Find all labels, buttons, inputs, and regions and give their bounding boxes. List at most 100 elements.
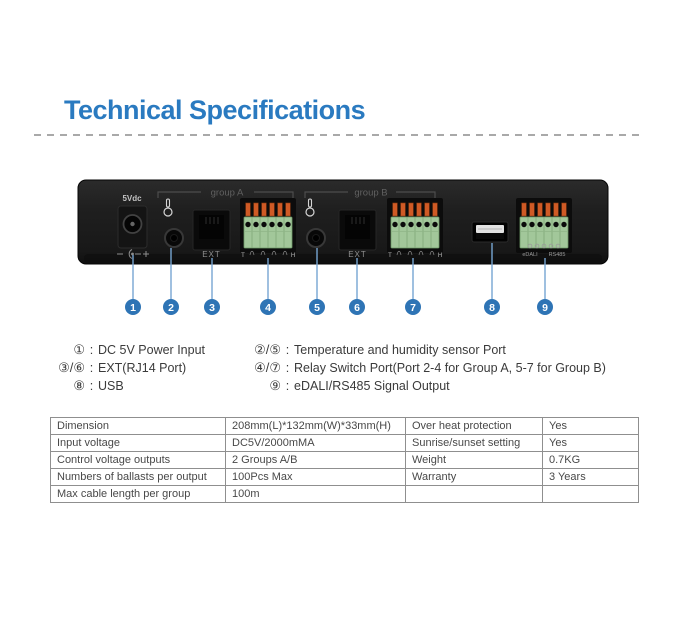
spec-value: Yes	[542, 417, 639, 435]
callout-badge-2: 2	[163, 299, 179, 315]
svg-text:8: 8	[489, 302, 495, 314]
legend-label: Relay Switch Port(Port 2-4 for Group A, …	[294, 361, 606, 375]
legend-key: ③/⑥	[58, 360, 85, 375]
dc-power-jack: 5Vdc	[117, 194, 149, 259]
spec-name: Dimension	[50, 417, 226, 435]
svg-text:3: 3	[209, 302, 215, 314]
spec-name: Weight	[405, 451, 543, 469]
power-label: 5Vdc	[122, 194, 142, 203]
legend-label: eDALI/RS485 Signal Output	[294, 379, 450, 393]
spec-value: 2 Groups A/B	[225, 451, 406, 469]
legend-left-column: ① : DC 5V Power Input ③/⑥ : EXT(RJ14 Por…	[55, 343, 229, 397]
page-title: Technical Specifications	[64, 95, 366, 125]
callout-badge-6: 6	[349, 299, 365, 315]
legend-separator: :	[89, 343, 94, 357]
spec-value: 100m	[225, 485, 406, 503]
legend-label: Temperature and humidity sensor Port	[294, 343, 506, 357]
usb-port	[471, 221, 509, 243]
table-row: Dimension 208mm(L)*132mm(W)*33mm(H) Over…	[50, 417, 639, 435]
device-rear-panel-diagram: group A group B 5Vdc	[77, 179, 609, 315]
terminal-a-pin-marks	[249, 250, 288, 256]
svg-text:6: 6	[354, 302, 360, 314]
spec-value	[542, 485, 639, 503]
spec-value: 100Pcs Max	[225, 468, 406, 486]
svg-text:1: 1	[130, 302, 136, 314]
edali-symbols	[527, 243, 561, 249]
edali-rs485-terminal: eDALI RS485	[515, 197, 573, 258]
terminal-b-t-mark: T	[388, 253, 392, 259]
spec-value: Yes	[542, 434, 639, 452]
svg-text:4: 4	[265, 302, 271, 314]
spec-name: Sunrise/sunset setting	[405, 434, 543, 452]
legend-item-power: ① : DC 5V Power Input	[55, 342, 229, 358]
legend-label: EXT(RJ14 Port)	[98, 361, 187, 375]
relay-terminal-a: T H	[239, 197, 297, 259]
edali-label: eDALI	[522, 252, 538, 258]
ext-port-a: EXT	[192, 209, 231, 259]
legend-separator: :	[89, 361, 94, 375]
terminal-a-t-mark: T	[241, 253, 245, 259]
spec-value: 208mm(L)*132mm(W)*33mm(H)	[225, 417, 406, 435]
legend-key: ②/⑤	[254, 342, 281, 357]
legend-key: ⑧	[73, 378, 85, 393]
legend-item-usb: ⑧ : USB	[55, 378, 229, 394]
spec-name: Warranty	[405, 468, 543, 486]
legend-right-column: ②/⑤ : Temperature and humidity sensor Po…	[229, 343, 606, 397]
legend-separator: :	[285, 379, 290, 393]
legend-label: USB	[98, 379, 124, 393]
svg-text:7: 7	[410, 302, 416, 314]
legend-separator: :	[89, 379, 94, 393]
table-row: Numbers of ballasts per output 100Pcs Ma…	[50, 468, 639, 486]
svg-text:9: 9	[542, 302, 548, 314]
terminal-b-h-mark: H	[438, 253, 442, 259]
table-row: Max cable length per group 100m	[50, 485, 639, 503]
callout-badge-4: 4	[260, 299, 276, 315]
callout-badge-5: 5	[309, 299, 325, 315]
legend-item-edali: ⑨ : eDALI/RS485 Signal Output	[229, 378, 606, 394]
legend-key: ⑨	[269, 378, 281, 393]
legend-separator: :	[285, 343, 290, 357]
group-b-bracket	[304, 191, 436, 198]
spec-value: 0.7KG	[542, 451, 639, 469]
group-b-label: group B	[354, 188, 387, 199]
group-a-bracket	[157, 191, 294, 198]
legend-label: DC 5V Power Input	[98, 343, 205, 357]
svg-text:5: 5	[314, 302, 320, 314]
table-row: Input voltage DC5V/2000mMA Sunrise/sunse…	[50, 434, 639, 452]
callout-lines	[132, 243, 546, 299]
callout-badge-9: 9	[537, 299, 553, 315]
legend-item-temp-sensor: ②/⑤ : Temperature and humidity sensor Po…	[229, 342, 606, 358]
svg-text:2: 2	[168, 302, 174, 314]
spec-name: Numbers of ballasts per output	[50, 468, 226, 486]
spec-name: Over heat protection	[405, 417, 543, 435]
spec-name: Max cable length per group	[50, 485, 226, 503]
table-row: Control voltage outputs 2 Groups A/B Wei…	[50, 451, 639, 469]
spec-value: 3 Years	[542, 468, 639, 486]
legend-separator: :	[285, 361, 290, 375]
legend-key: ④/⑦	[254, 360, 281, 375]
spec-name: Control voltage outputs	[50, 451, 226, 469]
callout-badge-8: 8	[484, 299, 500, 315]
spec-name	[405, 485, 543, 503]
title-divider	[34, 134, 640, 136]
legend-key: ①	[73, 342, 85, 357]
spec-value: DC5V/2000mMA	[225, 434, 406, 452]
legend-item-ext: ③/⑥ : EXT(RJ14 Port)	[55, 360, 229, 376]
legend-item-relay: ④/⑦ : Relay Switch Port(Port 2-4 for Gro…	[229, 360, 606, 376]
polarity-mark	[117, 249, 149, 259]
relay-terminal-b: T H	[386, 197, 444, 259]
callout-badge-1: 1	[125, 299, 141, 315]
callout-badge-7: 7	[405, 299, 421, 315]
device-bottom-lip	[84, 254, 602, 263]
spec-table: Dimension 208mm(L)*132mm(W)*33mm(H) Over…	[50, 417, 639, 503]
ext-label-a: EXT	[202, 250, 221, 259]
ext-port-b: EXT	[338, 209, 377, 259]
callout-badge-3: 3	[204, 299, 220, 315]
rs485-label: RS485	[549, 252, 566, 258]
terminal-b-pin-marks	[396, 250, 435, 256]
group-a-label: group A	[211, 188, 244, 199]
ext-label-b: EXT	[348, 250, 367, 259]
spec-name: Input voltage	[50, 434, 226, 452]
terminal-a-h-mark: H	[291, 253, 295, 259]
